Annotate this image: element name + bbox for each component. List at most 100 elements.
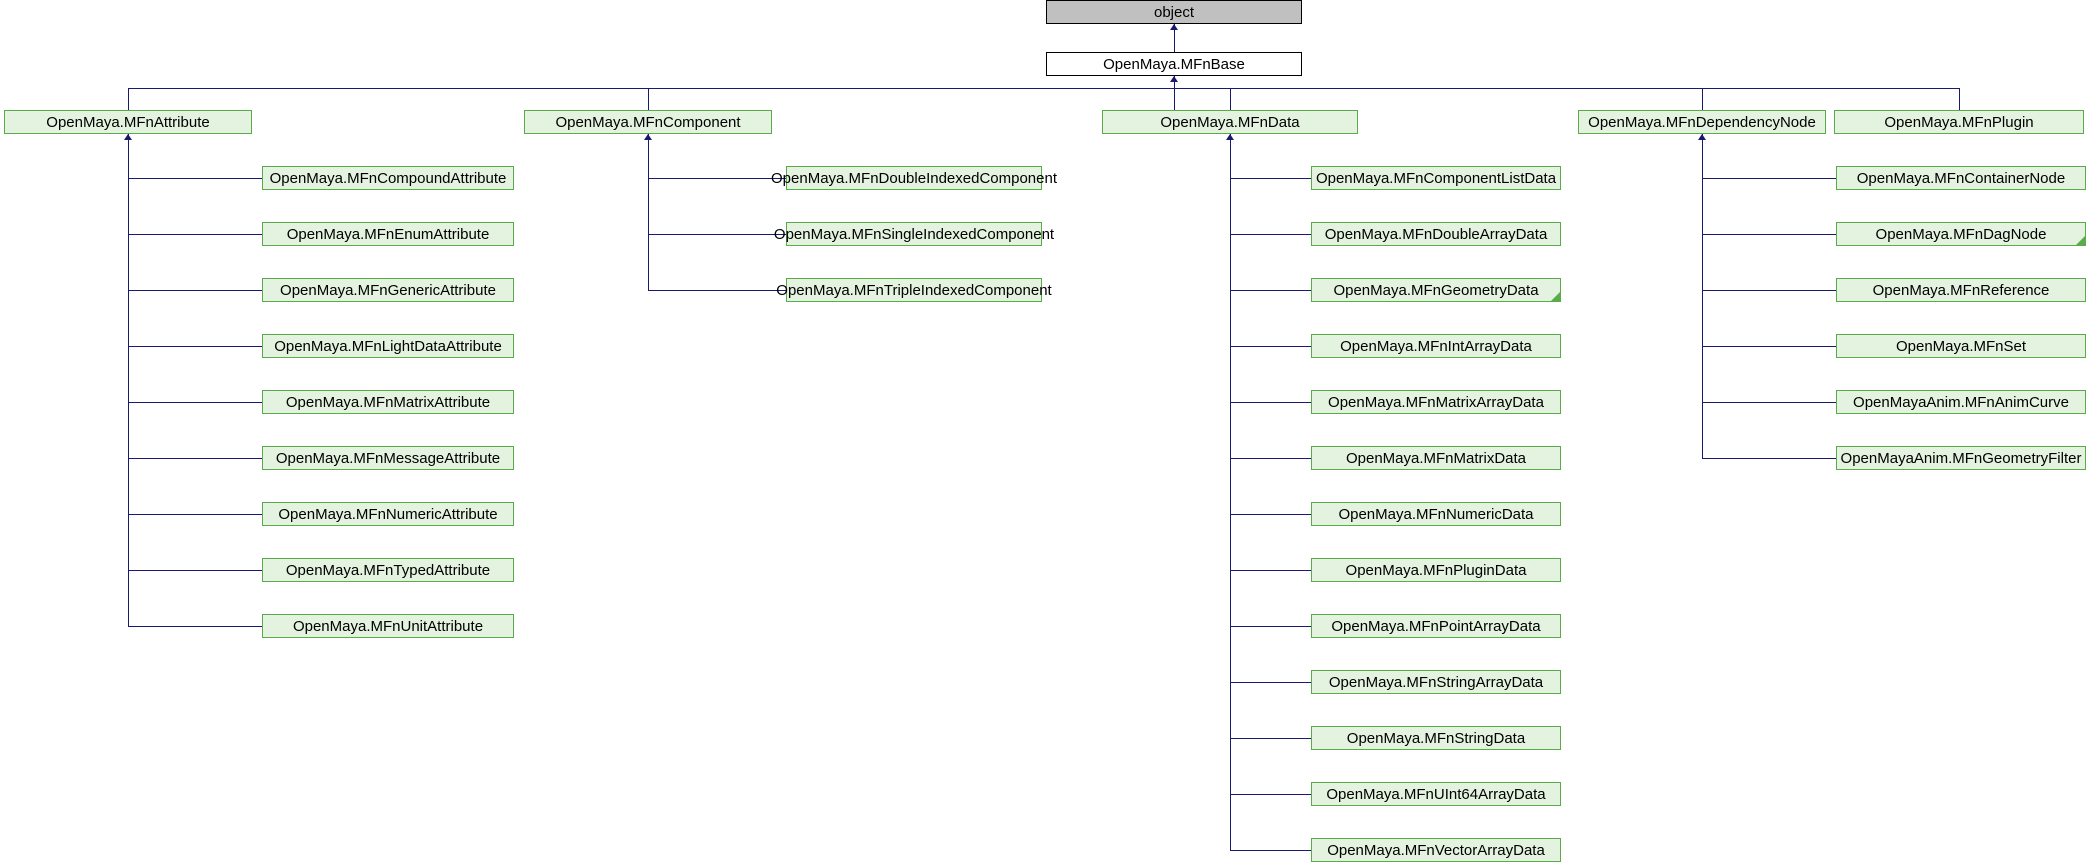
- connector-mfnbase-stem: [1174, 76, 1175, 110]
- class-node-attribute-child-7[interactable]: OpenMaya.MFnTypedAttribute: [262, 558, 514, 582]
- connector-stub-component-1: [648, 234, 786, 235]
- class-node-data-child-6[interactable]: OpenMaya.MFnNumericData: [1311, 502, 1561, 526]
- class-node-data-child-11[interactable]: OpenMaya.MFnUInt64ArrayData: [1311, 782, 1561, 806]
- class-node-object[interactable]: object: [1046, 0, 1302, 24]
- class-node-dependencynode-child-2-label: OpenMaya.MFnReference: [1872, 281, 2050, 299]
- connector-stub-dependencynode-2: [1702, 290, 1836, 291]
- connector-stub-data-11: [1230, 794, 1311, 795]
- class-node-mfndependencynode-label: OpenMaya.MFnDependencyNode: [1588, 113, 1816, 131]
- connector-stub-attribute-8: [128, 626, 262, 627]
- connector-stub-attribute-5: [128, 458, 262, 459]
- class-node-data-child-8-label: OpenMaya.MFnPointArrayData: [1331, 617, 1541, 635]
- class-node-data-child-10-label: OpenMaya.MFnStringData: [1346, 729, 1526, 747]
- class-node-data-child-0-label: OpenMaya.MFnComponentListData: [1315, 169, 1557, 187]
- class-node-attribute-child-8[interactable]: OpenMaya.MFnUnitAttribute: [262, 614, 514, 638]
- class-node-attribute-child-6[interactable]: OpenMaya.MFnNumericAttribute: [262, 502, 514, 526]
- class-node-dependencynode-child-2[interactable]: OpenMaya.MFnReference: [1836, 278, 2086, 302]
- connector-stub-data-3: [1230, 346, 1311, 347]
- class-node-mfnbase-label: OpenMaya.MFnBase: [1103, 55, 1245, 73]
- class-node-data-child-1-label: OpenMaya.MFnDoubleArrayData: [1324, 225, 1548, 243]
- connector-object-to-mfnbase: [1174, 24, 1175, 52]
- class-node-attribute-child-7-label: OpenMaya.MFnTypedAttribute: [285, 561, 491, 579]
- class-node-data-child-12[interactable]: OpenMaya.MFnVectorArrayData: [1311, 838, 1561, 862]
- connector-stub-data-12: [1230, 850, 1311, 851]
- class-node-dependencynode-child-5[interactable]: OpenMayaAnim.MFnGeometryFilter: [1836, 446, 2086, 470]
- class-node-mfnbase[interactable]: OpenMaya.MFnBase: [1046, 52, 1302, 76]
- class-node-data-child-7[interactable]: OpenMaya.MFnPluginData: [1311, 558, 1561, 582]
- class-node-mfndependencynode[interactable]: OpenMaya.MFnDependencyNode: [1578, 110, 1826, 134]
- class-node-data-child-1[interactable]: OpenMaya.MFnDoubleArrayData: [1311, 222, 1561, 246]
- class-node-data-child-2-label: OpenMaya.MFnGeometryData: [1333, 281, 1539, 299]
- class-node-data-child-11-label: OpenMaya.MFnUInt64ArrayData: [1326, 785, 1546, 803]
- class-node-dependencynode-child-3[interactable]: OpenMaya.MFnSet: [1836, 334, 2086, 358]
- connector-stub-attribute-0: [128, 178, 262, 179]
- class-node-dependencynode-child-3-label: OpenMaya.MFnSet: [1895, 337, 2027, 355]
- connector-stub-data-7: [1230, 570, 1311, 571]
- connector-stub-data-5: [1230, 458, 1311, 459]
- class-node-mfnattribute-label: OpenMaya.MFnAttribute: [46, 113, 210, 131]
- connector-stub-data-6: [1230, 514, 1311, 515]
- class-node-data-child-3[interactable]: OpenMaya.MFnIntArrayData: [1311, 334, 1561, 358]
- class-node-data-child-4[interactable]: OpenMaya.MFnMatrixArrayData: [1311, 390, 1561, 414]
- connector-stub-dependencynode-0: [1702, 178, 1836, 179]
- connector-bus-level2: [128, 88, 1959, 89]
- connector-stub-data-1: [1230, 234, 1311, 235]
- connector-stub-attribute-1: [128, 234, 262, 235]
- class-node-component-child-1[interactable]: OpenMaya.MFnSingleIndexedComponent: [774, 222, 1054, 246]
- class-node-data-child-5[interactable]: OpenMaya.MFnMatrixData: [1311, 446, 1561, 470]
- connector-stub-data-4: [1230, 402, 1311, 403]
- connector-drop-level2-2: [1230, 88, 1231, 110]
- class-node-attribute-child-6-label: OpenMaya.MFnNumericAttribute: [278, 505, 498, 523]
- arrow-component: [644, 134, 652, 140]
- arrow-mfnbase: [1170, 76, 1178, 82]
- connector-stub-dependencynode-5: [1702, 458, 1836, 459]
- class-node-object-label: object: [1153, 3, 1195, 21]
- connector-stub-dependencynode-1: [1702, 234, 1836, 235]
- connector-stub-component-2: [648, 290, 786, 291]
- connector-spine-attribute: [128, 134, 129, 626]
- class-node-attribute-child-1-label: OpenMaya.MFnEnumAttribute: [286, 225, 490, 243]
- class-node-data-child-3-label: OpenMaya.MFnIntArrayData: [1340, 337, 1532, 355]
- class-node-component-child-0-label: OpenMaya.MFnDoubleIndexedComponent: [771, 169, 1058, 187]
- class-node-dependencynode-child-4[interactable]: OpenMayaAnim.MFnAnimCurve: [1836, 390, 2086, 414]
- connector-stub-data-0: [1230, 178, 1311, 179]
- class-node-attribute-child-1[interactable]: OpenMaya.MFnEnumAttribute: [262, 222, 514, 246]
- class-node-component-child-2[interactable]: OpenMaya.MFnTripleIndexedComponent: [776, 278, 1052, 302]
- connector-stub-component-0: [648, 178, 786, 179]
- class-node-mfnplugin[interactable]: OpenMaya.MFnPlugin: [1834, 110, 2084, 134]
- class-node-data-child-9[interactable]: OpenMaya.MFnStringArrayData: [1311, 670, 1561, 694]
- class-node-attribute-child-3[interactable]: OpenMaya.MFnLightDataAttribute: [262, 334, 514, 358]
- connector-stub-attribute-3: [128, 346, 262, 347]
- class-node-component-child-0[interactable]: OpenMaya.MFnDoubleIndexedComponent: [771, 166, 1057, 190]
- class-node-component-child-2-label: OpenMaya.MFnTripleIndexedComponent: [776, 281, 1052, 299]
- class-node-component-child-1-label: OpenMaya.MFnSingleIndexedComponent: [773, 225, 1055, 243]
- class-node-attribute-child-2[interactable]: OpenMaya.MFnGenericAttribute: [262, 278, 514, 302]
- class-node-mfndata-label: OpenMaya.MFnData: [1160, 113, 1300, 131]
- class-node-data-child-6-label: OpenMaya.MFnNumericData: [1338, 505, 1534, 523]
- class-node-attribute-child-3-label: OpenMaya.MFnLightDataAttribute: [274, 337, 502, 355]
- connector-drop-level2-4: [1959, 88, 1960, 110]
- class-node-attribute-child-4[interactable]: OpenMaya.MFnMatrixAttribute: [262, 390, 514, 414]
- class-node-dependencynode-child-1[interactable]: OpenMaya.MFnDagNode: [1836, 222, 2086, 246]
- class-node-data-child-4-label: OpenMaya.MFnMatrixArrayData: [1328, 393, 1544, 411]
- connector-spine-component: [648, 134, 649, 290]
- class-node-attribute-child-8-label: OpenMaya.MFnUnitAttribute: [292, 617, 484, 635]
- class-node-data-child-9-label: OpenMaya.MFnStringArrayData: [1328, 673, 1544, 691]
- class-node-attribute-child-5[interactable]: OpenMaya.MFnMessageAttribute: [262, 446, 514, 470]
- class-node-mfnattribute[interactable]: OpenMaya.MFnAttribute: [4, 110, 252, 134]
- class-node-data-child-8[interactable]: OpenMaya.MFnPointArrayData: [1311, 614, 1561, 638]
- connector-stub-attribute-7: [128, 570, 262, 571]
- class-node-dependencynode-child-0[interactable]: OpenMaya.MFnContainerNode: [1836, 166, 2086, 190]
- class-node-mfndata[interactable]: OpenMaya.MFnData: [1102, 110, 1358, 134]
- class-node-data-child-0[interactable]: OpenMaya.MFnComponentListData: [1311, 166, 1561, 190]
- connector-stub-attribute-4: [128, 402, 262, 403]
- class-node-attribute-child-0[interactable]: OpenMaya.MFnCompoundAttribute: [262, 166, 514, 190]
- class-node-mfncomponent[interactable]: OpenMaya.MFnComponent: [524, 110, 772, 134]
- class-node-data-child-10[interactable]: OpenMaya.MFnStringData: [1311, 726, 1561, 750]
- connector-stub-data-8: [1230, 626, 1311, 627]
- class-node-data-child-12-label: OpenMaya.MFnVectorArrayData: [1327, 841, 1545, 859]
- class-node-data-child-2[interactable]: OpenMaya.MFnGeometryData: [1311, 278, 1561, 302]
- class-node-attribute-child-2-label: OpenMaya.MFnGenericAttribute: [280, 281, 496, 299]
- connector-spine-dependencynode: [1702, 134, 1703, 458]
